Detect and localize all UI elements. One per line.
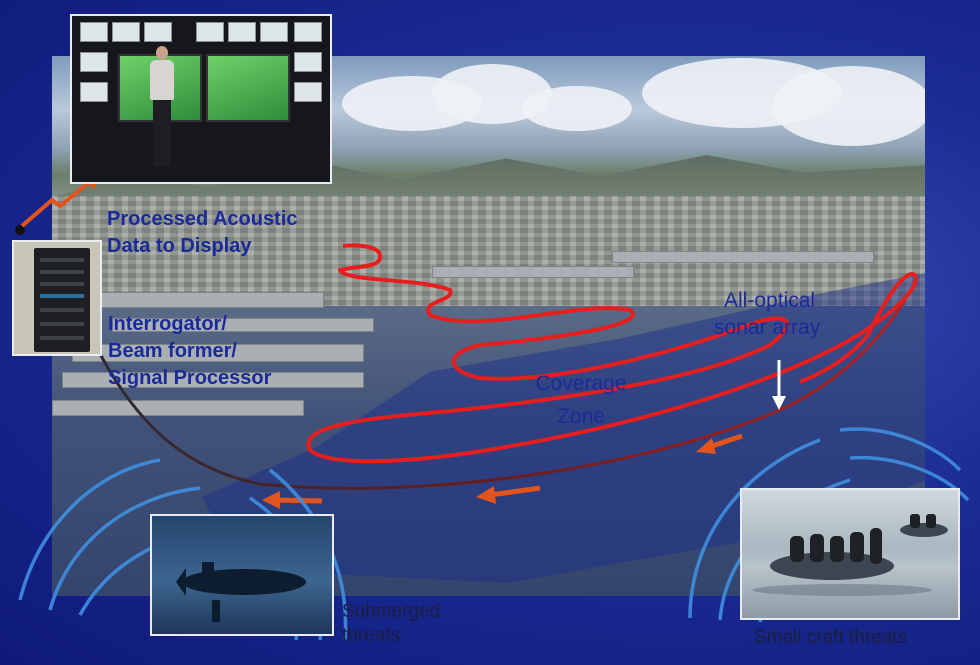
sonar-array-label: All-optical sonar array [714,289,821,339]
processed-data-label: Processed Acoustic Data to Display [107,208,298,257]
submerged-threat-photo [150,514,334,636]
small-craft-threats-caption: Small craft threats [754,627,908,648]
harbor-aerial-photo [52,56,925,596]
submerged-threats-caption: Submerged threats [342,601,441,646]
white-arrow-down-icon [772,360,786,410]
processor-rack-photo [12,240,102,356]
sonar-array-loop [306,243,918,464]
signal-cable [96,299,907,490]
display-room-photo [70,14,332,184]
small-craft-threat-photo [740,488,960,620]
interrogator-label: Interrogator/ Beam former/ Signal Proces… [108,313,272,389]
boat-icon [752,514,948,596]
coverage-zone-label: Coverage Zone [535,372,627,428]
threat-arrows [262,433,743,509]
operator-figure [150,46,174,166]
submarine-icon [176,562,306,622]
